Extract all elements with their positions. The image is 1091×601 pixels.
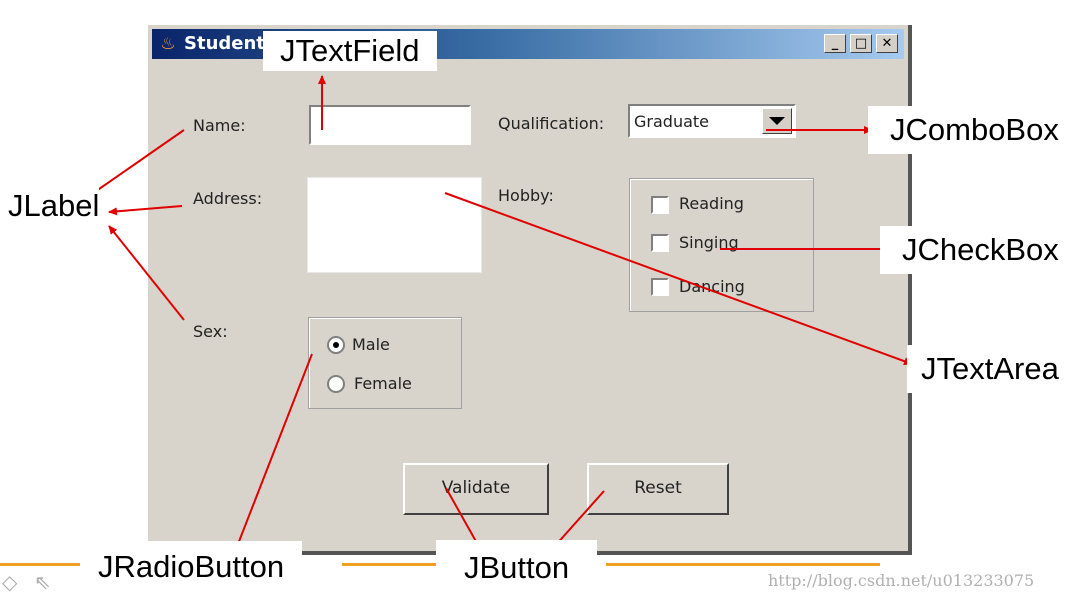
male-radio[interactable] (327, 336, 345, 354)
student-window: ♨ Student _ □ ✕ Name: Qualification: Gra… (148, 25, 912, 555)
pointer-icon[interactable]: ⇖ (34, 570, 51, 594)
jcombobox-annotation: JComboBox (868, 106, 1059, 154)
singing-label: Singing (679, 233, 739, 252)
reset-button[interactable]: Reset (587, 463, 729, 515)
address-label: Address: (193, 189, 263, 208)
hobby-label: Hobby: (498, 186, 554, 205)
dancing-checkbox[interactable] (651, 278, 669, 296)
arrow-jradiobutton (230, 353, 313, 563)
arrow-jlabel-address (108, 205, 183, 216)
jcheckbox-annotation: JCheckBox (880, 226, 1059, 274)
name-field[interactable] (309, 105, 471, 145)
jradiobutton-annotation: JRadioButton (80, 541, 303, 593)
window-title: Student (184, 33, 265, 54)
validate-button[interactable]: Validate (403, 463, 549, 515)
qualification-label: Qualification: (498, 114, 605, 133)
watermark: http://blog.csdn.net/u013233075 (768, 571, 1035, 590)
jlabel-annotation: JLabel (8, 188, 100, 224)
arrow-jtextarea (444, 192, 913, 366)
female-radio[interactable] (327, 375, 345, 393)
reading-label: Reading (679, 194, 744, 213)
qualification-value: Graduate (634, 112, 709, 131)
eraser-icon[interactable]: ◇ (2, 570, 18, 594)
address-textarea[interactable] (307, 177, 482, 273)
arrow-jlabel-sex (108, 225, 185, 321)
name-label: Name: (193, 116, 246, 135)
female-label: Female (354, 374, 412, 393)
sex-group: Male Female (308, 317, 462, 409)
jbutton-annotation: JButton (436, 540, 598, 592)
footer-line-middle (342, 563, 436, 566)
arrow-jlabel-name (88, 129, 185, 197)
jtextfield-annotation: JTextField (263, 31, 437, 71)
maximize-button[interactable]: □ (850, 34, 872, 53)
male-label: Male (352, 335, 390, 354)
jtextarea-annotation: JTextArea (907, 345, 1059, 393)
singing-checkbox[interactable] (651, 234, 669, 252)
footer-line-right (606, 563, 880, 566)
reading-checkbox[interactable] (651, 196, 669, 214)
java-cup-icon: ♨ (160, 34, 176, 54)
dancing-label: Dancing (679, 277, 745, 296)
hobby-group: Reading Singing Dancing (629, 178, 814, 312)
minimize-button[interactable]: _ (824, 34, 846, 53)
close-button[interactable]: ✕ (876, 34, 898, 53)
sex-label: Sex: (193, 322, 228, 341)
footer-line-left (0, 563, 80, 566)
